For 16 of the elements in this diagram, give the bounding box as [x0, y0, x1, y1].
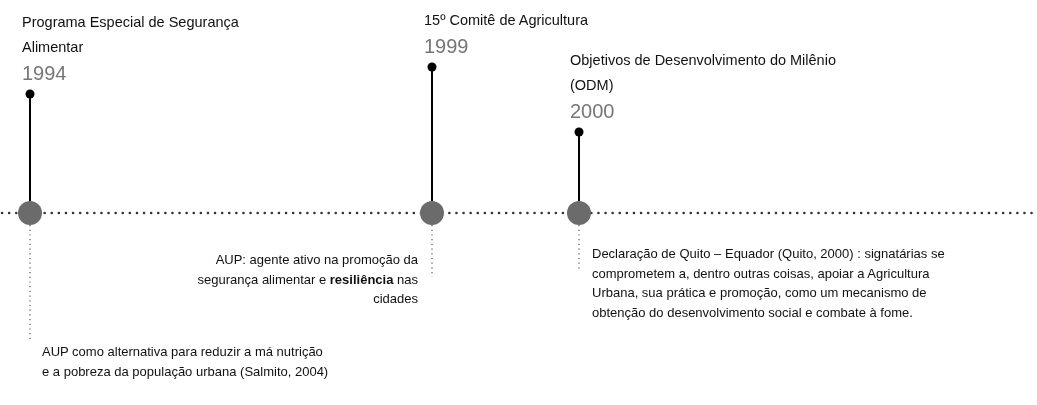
dotted-connector — [578, 224, 580, 271]
timeline-marker — [420, 201, 444, 225]
event-title: Programa Especial de Segurança Alimentar — [22, 13, 240, 57]
stem-line — [574, 127, 584, 202]
timeline-marker — [18, 201, 42, 225]
event-year: 2000 — [570, 99, 616, 124]
event-year: 1994 — [22, 61, 68, 86]
event-year: 1999 — [424, 34, 470, 59]
event-description: Declaração de Quito – Equador (Quito, 2000) : signatárias se comprometem a, dentro outras coisas, apoiar a Agricultura Urbana, sua prática e promoção, como um mecanismo de obtenção do desenvolvimento social e combate à fome. — [579, 244, 959, 322]
event-description: AUP: agente ativo na promoção da segurança alimentar e resiliência nas cidades — [190, 250, 432, 309]
stem-line — [427, 62, 437, 202]
event-description: AUP como alternativa para reduzir a má nutrição e a pobreza da população urbana (Salmito, 2004) — [30, 342, 330, 381]
event-title: Objetivos de Desenvolvimento do Milênio (ODM) — [570, 51, 837, 95]
event-title: 15º Comitê de Agricultura — [424, 11, 590, 30]
stem-line — [25, 89, 35, 202]
timeline-marker — [567, 201, 591, 225]
